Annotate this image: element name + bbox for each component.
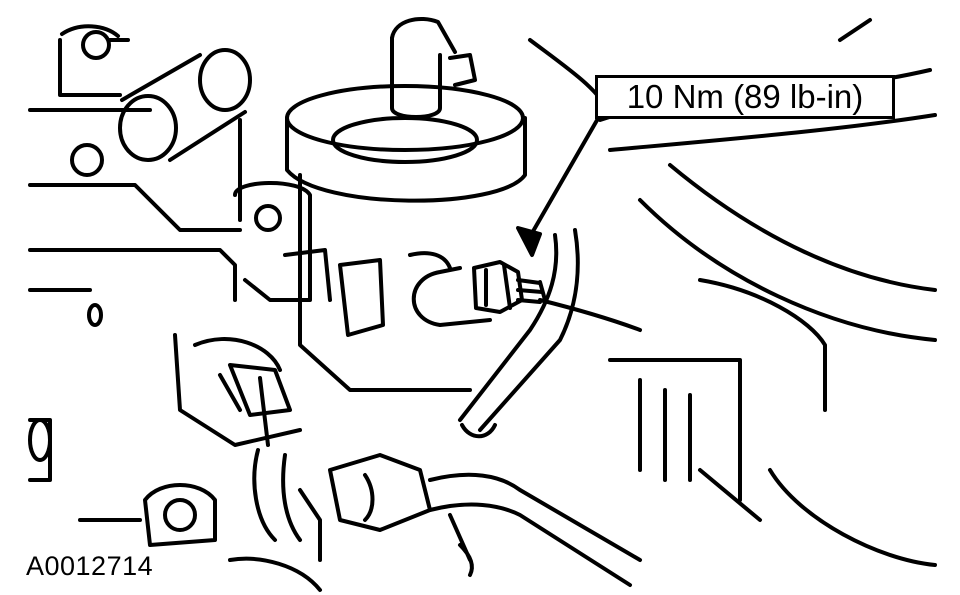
figure-id: A0012714	[26, 551, 154, 581]
torque-spec-label: 10 Nm (89 lb-in)	[626, 78, 864, 115]
egr-valve	[233, 17, 527, 392]
upper-left-components	[28, 24, 252, 232]
torque-callout: 10 Nm (89 lb-in)	[595, 75, 895, 119]
callout-arrow	[516, 113, 602, 257]
sensor-bolt	[411, 260, 547, 327]
lower-left-wiring	[28, 248, 642, 592]
